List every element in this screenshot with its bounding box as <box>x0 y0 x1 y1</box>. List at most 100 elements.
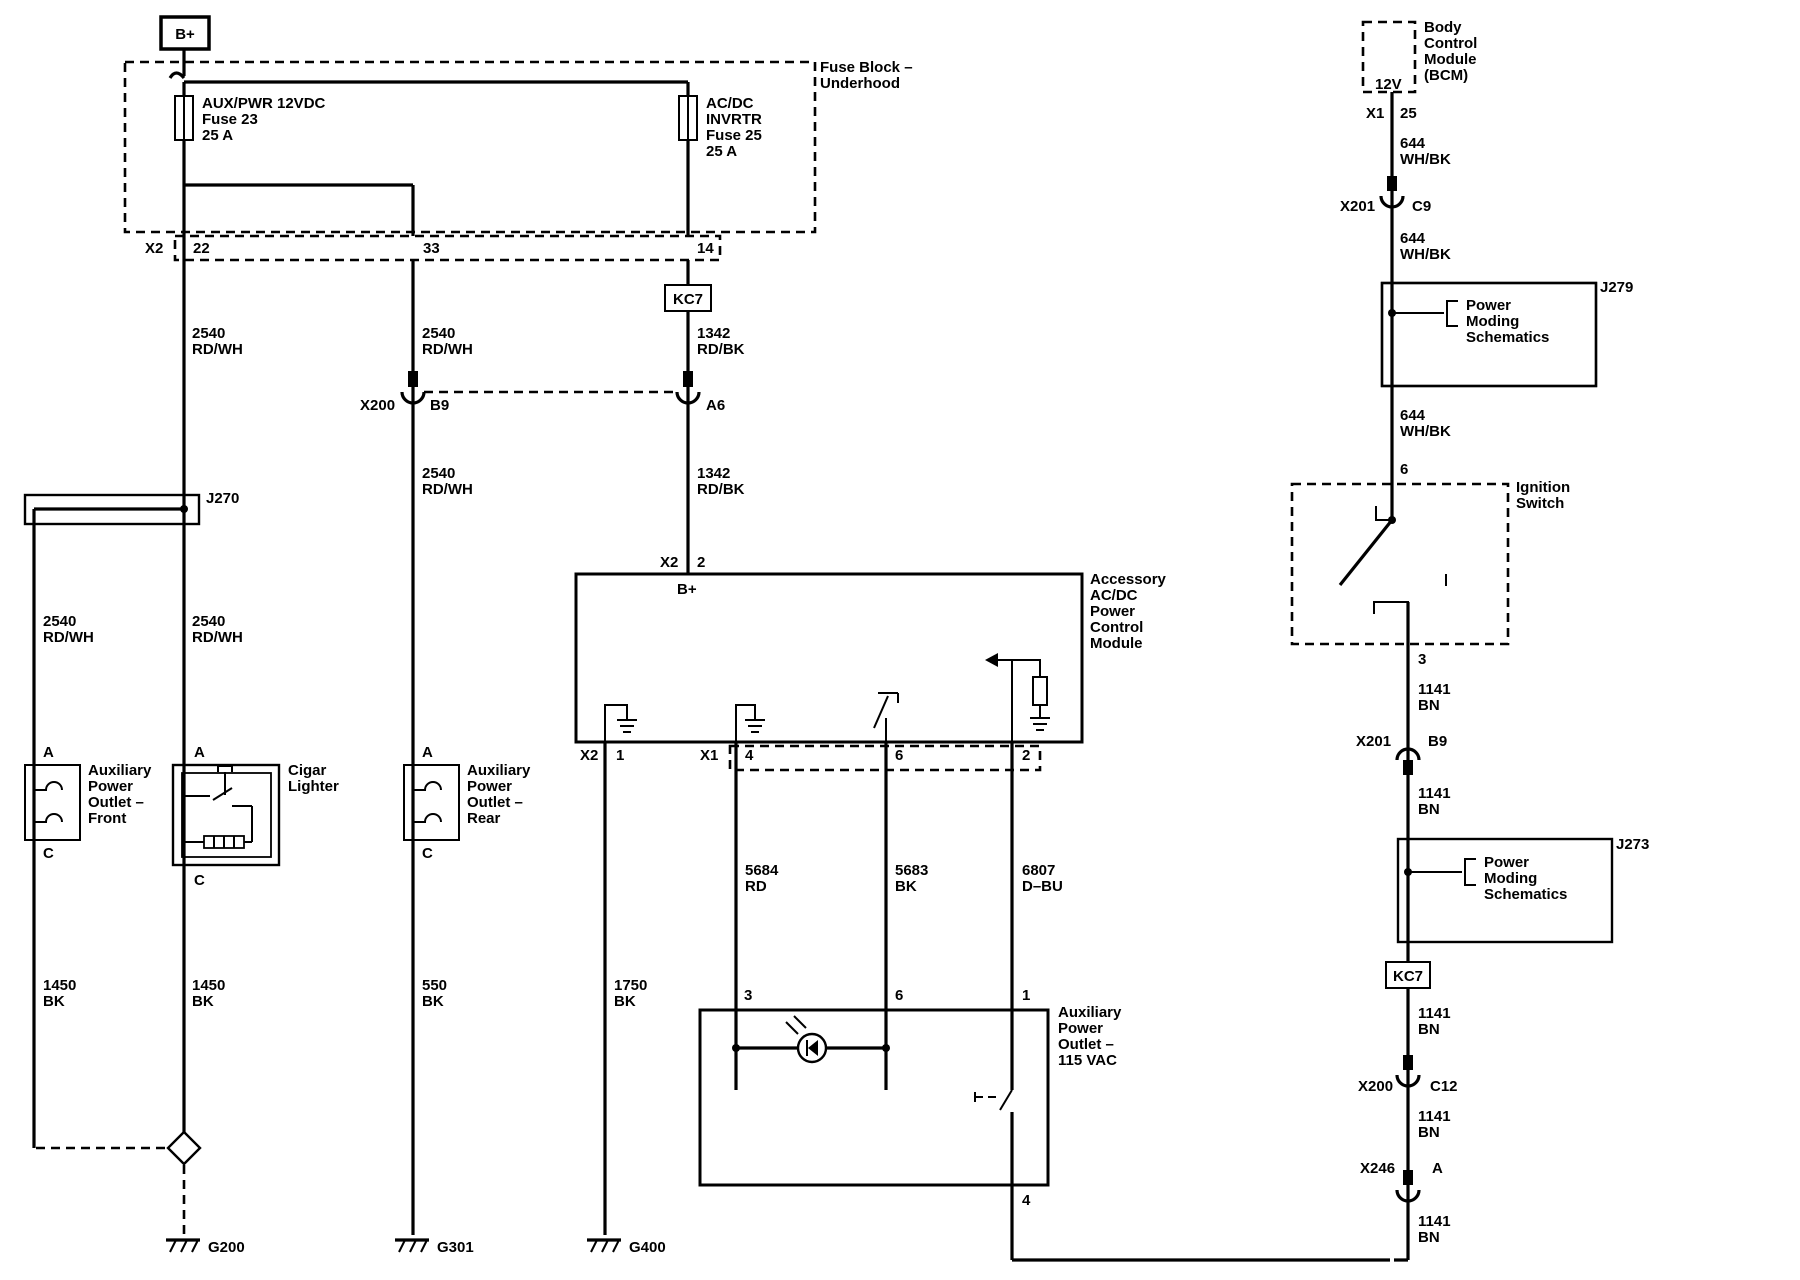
connector-x246-a: X246 A <box>1360 1160 1443 1203</box>
a6-label: A6 <box>706 397 725 414</box>
outlet-pin-3: 3 <box>744 987 752 1004</box>
module-x1-label: X1 <box>700 747 718 764</box>
x201-top-label: X201 <box>1340 198 1375 215</box>
ground-g301-label: G301 <box>437 1239 474 1256</box>
module-pin-6: 6 <box>895 747 903 764</box>
outlet-pin-1: 1 <box>1022 987 1030 1004</box>
cigar-pin-a: A <box>194 744 205 761</box>
cigar-pin-c: C <box>194 872 205 889</box>
ground-g200-icon: G200 <box>166 1238 245 1256</box>
fuse-25 <box>678 95 698 141</box>
module-pin-4: 4 <box>745 747 754 764</box>
outlet-pin-4: 4 <box>1022 1192 1031 1209</box>
ignition-pin-6-label: 6 <box>1400 461 1408 478</box>
module-resistor-icon <box>985 653 1050 742</box>
aux-power-outlet-115vac: 3 6 1 4 <box>698 987 1050 1260</box>
fuse-block-label: Fuse Block –Underhood <box>820 59 913 92</box>
x201-bottom-label: X201 <box>1356 733 1391 750</box>
rear-pin-a: A <box>422 744 433 761</box>
front-pin-a: A <box>43 744 54 761</box>
module-x2-label: X2 <box>660 554 678 571</box>
fuse-block-connector-x2: X2 22 33 14 <box>145 234 722 262</box>
ground-g200-label: G200 <box>208 1239 245 1256</box>
outlet-pin-6: 6 <box>895 987 903 1004</box>
connector-kc7-top: KC7 <box>664 284 712 312</box>
pin-14-label: 14 <box>697 240 714 257</box>
module-ground-icon-1 <box>604 704 637 742</box>
splice-diamond <box>166 1130 202 1166</box>
j279-label: J279 <box>1600 279 1633 296</box>
module-ground-icon-2 <box>735 704 765 742</box>
x246-label: X246 <box>1360 1160 1395 1177</box>
ground-g400-label: G400 <box>629 1239 666 1256</box>
rear-pin-c: C <box>422 845 433 862</box>
connector-x201-b9: X201 B9 <box>1356 733 1447 775</box>
outlet-switch-icon <box>974 1010 1014 1260</box>
module-pin-2-top: 2 <box>697 554 705 571</box>
connector-kc7-bottom: KC7 <box>1385 961 1431 989</box>
j270-label: J270 <box>206 490 239 507</box>
connector-x200-c12: X200 C12 <box>1358 1055 1458 1095</box>
ground-g301-icon: G301 <box>395 1238 474 1256</box>
x2-label: X2 <box>145 240 163 257</box>
module-x2-bottom: X2 <box>580 747 598 764</box>
splice-j270: J270 <box>23 490 239 526</box>
kc7-top-label: KC7 <box>673 291 703 308</box>
ignition-pin-3-label: 3 <box>1418 651 1426 668</box>
fuse-23 <box>174 95 194 141</box>
b9-label: B9 <box>430 397 449 414</box>
b9-right-label: B9 <box>1428 733 1447 750</box>
ground-g400-icon: G400 <box>587 1238 666 1256</box>
module-switch-icon <box>873 692 899 742</box>
connector-x201-c9: X201 C9 <box>1340 176 1431 215</box>
c9-label: C9 <box>1412 198 1431 215</box>
x200-label: X200 <box>360 397 395 414</box>
module-bplus-label: B+ <box>677 581 697 598</box>
pin-33-label: 33 <box>423 240 440 257</box>
indicator-led-icon <box>785 1015 828 1064</box>
x246-pin-a-label: A <box>1432 1160 1443 1177</box>
battery-positive-label: B+ <box>175 26 195 43</box>
module-pin-1: 1 <box>616 747 624 764</box>
bcm-x1-label: X1 <box>1366 105 1384 122</box>
connector-x200-top: X200 B9 A6 <box>360 371 725 414</box>
